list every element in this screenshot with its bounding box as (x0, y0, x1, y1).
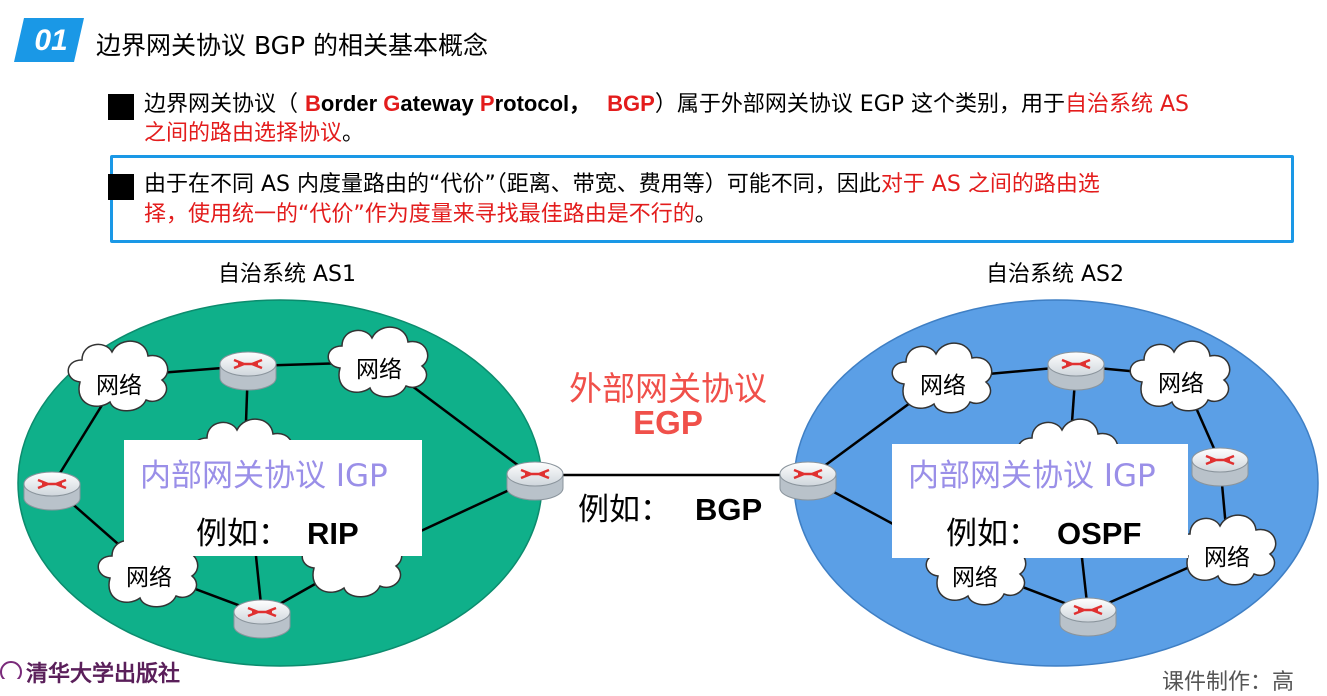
as2-igp-box (892, 444, 1188, 558)
as1-igp-example: 例如：RIP (196, 516, 359, 552)
as2-igp-title: 内部网关协议 IGP (908, 458, 1156, 494)
section-number: 01 (34, 24, 68, 57)
cloud-label: 网络 (1158, 371, 1204, 397)
bullet-1-line-1: 边界网关协议（ Border Gateway Protocol，BGP）属于外部… (144, 91, 1190, 117)
egp-abbr: EGP (633, 404, 703, 441)
router-icon (1058, 596, 1118, 638)
publisher-logo-icon (0, 661, 22, 679)
cloud-label: 网络 (96, 373, 142, 399)
footer-credit: 课件制作：高 (1162, 670, 1295, 695)
as1-igp-box (124, 440, 422, 556)
cloud-label: 网络 (356, 357, 402, 383)
router-icon (1046, 350, 1106, 392)
bullet-square-icon (108, 94, 134, 120)
as1-igp-title: 内部网关协议 IGP (140, 458, 388, 494)
bullet-1-line-2: 之间的路由选择协议。 (144, 121, 365, 146)
cloud-label: 网络 (952, 565, 998, 591)
router-icon (218, 350, 278, 392)
cloud-label: 网络 (920, 373, 966, 399)
egp-title: 外部网关协议 (569, 369, 767, 408)
bullet-square-icon (108, 174, 134, 200)
cloud-label: 网络 (1204, 545, 1250, 571)
cloud-label: 网络 (126, 565, 172, 591)
page-title: 边界网关协议 BGP 的相关基本概念 (96, 31, 489, 60)
as2-igp-example: 例如：OSPF (946, 516, 1142, 552)
router-icon (22, 470, 82, 512)
as2-label: 自治系统 AS2 (986, 262, 1125, 287)
border-router-icon (505, 460, 565, 502)
publisher-name: 清华大学出版社 (26, 662, 181, 687)
border-router-icon (778, 460, 838, 502)
router-icon (1190, 446, 1250, 488)
router-icon (232, 598, 292, 640)
section-badge (14, 18, 84, 62)
as1-label: 自治系统 AS1 (218, 262, 357, 287)
bullet-2-line-2: 择，使用统一的“代价”作为度量来寻找最佳路由是不行的。 (144, 202, 717, 227)
bullet-2-line-1: 由于在不同 AS 内度量路由的“代价”（距离、带宽、费用等）可能不同，因此对于 … (144, 172, 1100, 197)
egp-example: 例如：BGP (578, 492, 763, 528)
